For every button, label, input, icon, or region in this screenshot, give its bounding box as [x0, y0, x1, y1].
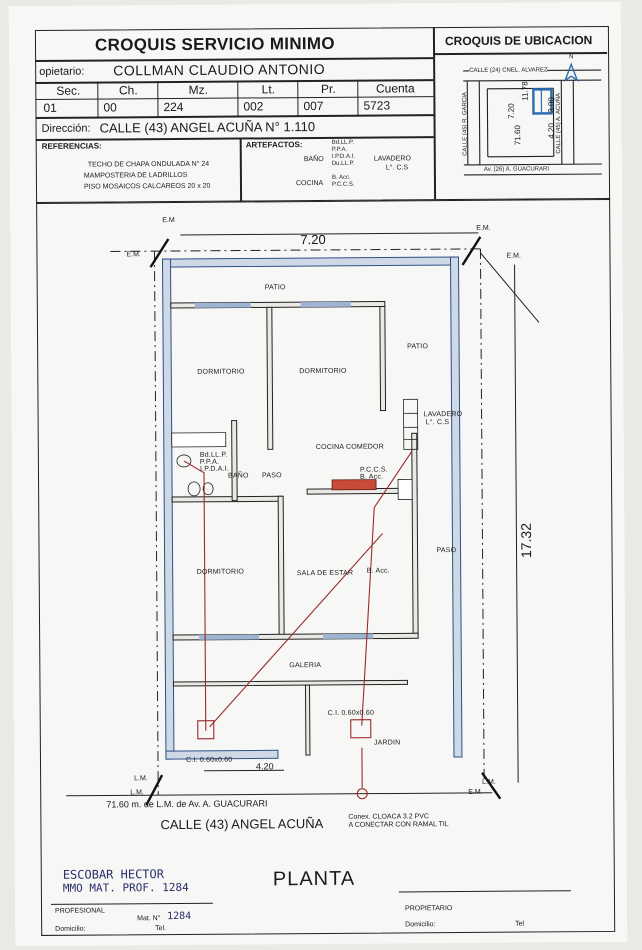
- table-header-cell: Cuenta: [375, 81, 415, 96]
- bano-label: BAÑO: [303, 155, 324, 164]
- sala-fixture: B. Acc.: [366, 567, 390, 575]
- loc-dim: 71.60: [513, 125, 523, 146]
- loc-dim: 11.78: [520, 81, 530, 101]
- table-value-cell: 002: [243, 99, 264, 114]
- table-header-cell: Sec.: [56, 83, 81, 98]
- lavadero-label: LAVADERO: [373, 155, 411, 163]
- loc-left-street: CALLE (45) R. GARCIA: [462, 92, 469, 156]
- table-value-cell: 224: [163, 99, 184, 115]
- mat-label: Mat. N°: [137, 915, 161, 923]
- table-header-cell: Ch.: [118, 83, 138, 98]
- em-label: E.M.: [506, 252, 521, 260]
- room-patio: PATIO: [407, 343, 429, 351]
- em-label: E.M: [162, 216, 175, 225]
- room-sala: SALA DE ESTAR: [296, 569, 354, 578]
- bottom-dimension: 4.20: [256, 761, 274, 772]
- table-header-cell: Pr.: [320, 81, 336, 96]
- address-value: CALLE (43) ANGEL ACUÑA N° 1.110: [99, 119, 316, 136]
- room-dormitorio-1: DORMITORIO: [197, 368, 245, 376]
- room-lavadero: LAVADERO: [423, 410, 463, 419]
- top-dimension: 7.20: [300, 231, 326, 248]
- room-paso: PASO: [261, 472, 282, 480]
- distance-note: 71.60 m. de L.M. de Av. A. GUACURARI: [106, 798, 268, 810]
- table-header-cell: Mz.: [188, 82, 209, 97]
- reference-item: MAMPOSTERIA DE LADRILLOS: [83, 171, 188, 180]
- lm-label: L.M.: [482, 778, 496, 786]
- table-value-cell: 01: [43, 100, 57, 115]
- room-galeria: GALERIA: [289, 661, 322, 670]
- em-label: E.M.: [476, 224, 491, 232]
- room-dormitorio-3: DORMITORIO: [196, 568, 245, 576]
- mat-value: 1284: [167, 910, 192, 923]
- domicilio-label: Domicilio:: [55, 925, 86, 933]
- conex-note-1: Conex. CLOACA 3.2 PVC: [348, 813, 429, 821]
- cocina-item: P.C.C.S.: [331, 181, 355, 188]
- references-title: REFERENCIAS:: [41, 141, 102, 151]
- room-bano: BAÑO: [227, 472, 249, 480]
- loc-bottom-street: Av. (26) A. GUACURARI: [483, 166, 550, 173]
- owner-name: COLLMAN CLAUDIO ANTONIO: [113, 60, 326, 79]
- ci-right-label: C.I. 0.60x0.60: [327, 709, 375, 717]
- tel-label: Tel.: [155, 925, 167, 933]
- bano-fixture: I.P.D.A.I.: [199, 465, 230, 473]
- propietario-label: PROPIETARIO: [405, 905, 453, 913]
- reference-item: PISO MOSAICOS CALCAREOS 20 x 20: [83, 182, 211, 191]
- conex-note-2: A CONECTAR CON RAMAL TIL: [348, 821, 449, 829]
- north-label: N: [569, 54, 574, 61]
- loc-dim: 7.20: [506, 103, 516, 119]
- lm-label: E.M.: [468, 788, 483, 796]
- lavadero-item: L°. C.S: [385, 164, 409, 172]
- street-name: CALLE (43) ANGEL ACUÑA: [160, 815, 324, 833]
- domicilio2-label: Domicilio:: [405, 921, 436, 929]
- room-lavadero-sub: L°. C.S: [425, 419, 450, 427]
- document-sheet: CROQUIS SERVICIO MINIMO CROQUIS DE UBICA…: [8, 1, 628, 947]
- loc-top-street: CALLE (24) CNEL. ALVAREZ: [469, 67, 548, 74]
- profesional-label: PROFESIONAL: [55, 907, 105, 915]
- table-header-cell: Lt.: [261, 82, 276, 97]
- room-jardin: JARDIN: [373, 739, 401, 747]
- tel2-label: Tel: [515, 920, 525, 928]
- bano-item: Du.LL.P.: [331, 160, 355, 167]
- lm-label: L.M.: [134, 775, 148, 783]
- artefactos-title: ARTEFACTOS:: [245, 140, 303, 150]
- plan-title: PLANTA: [272, 867, 356, 891]
- right-dimension: 17.32: [517, 522, 535, 559]
- loc-right-street: CALLE (45) A. ACUÑA: [555, 92, 563, 154]
- signature-line-1: ESCOBAR HECTOR: [62, 867, 164, 882]
- em-label: E.M.: [126, 251, 141, 259]
- table-value-cell: 00: [103, 100, 117, 115]
- location-title: CROQUIS DE UBICACION: [444, 33, 593, 49]
- loc-dim: 4.20: [546, 123, 556, 139]
- room-patio-top: PATIO: [264, 284, 286, 292]
- owner-label: opietario:: [39, 65, 85, 78]
- signature-line-2: MMO MAT. PROF. 1284: [62, 880, 189, 895]
- lm-label: L.M.: [130, 789, 144, 797]
- cocina-label: COCINA: [295, 179, 324, 188]
- page-title: CROQUIS SERVICIO MINIMO: [94, 33, 335, 55]
- cadastral-table: Sec. 01 Ch.00 Mz. 224 Lt. 002 Pr. 007 Cuenta 5723: [9, 2, 621, 118]
- room-dormitorio-2: DORMITORIO: [299, 367, 347, 376]
- table-value-cell: 007: [303, 98, 324, 114]
- table-value-cell: 5723: [363, 98, 391, 113]
- ci-left-label: C.I. 0.60x0.60: [185, 756, 233, 764]
- address-label: Dirección:: [41, 122, 91, 135]
- room-paso-right: PASO: [436, 547, 457, 555]
- cocina-fixture: B. Acc.: [359, 473, 384, 481]
- drawing-frame: [36, 197, 616, 936]
- room-cocina: COCINA COMEDOR: [315, 443, 384, 452]
- loc-dim: 3.00: [546, 97, 556, 113]
- reference-item: TECHO DE CHAPA ONDULADA N° 24: [87, 160, 210, 169]
